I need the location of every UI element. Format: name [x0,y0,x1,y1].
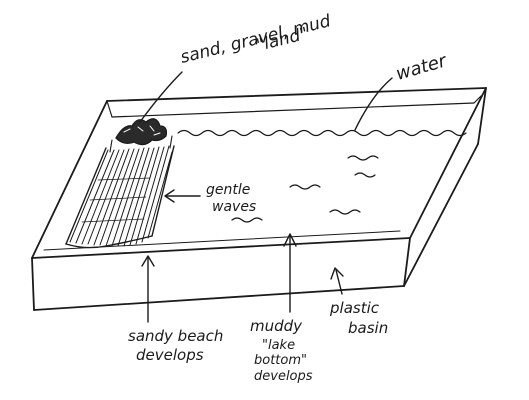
water-waves [231,155,379,223]
label-beach-line2: develops [136,346,204,364]
label-plastic-basin: plastic basin [329,299,388,337]
label-lake-line4: develops [254,369,313,384]
plastic-basin-outline [31,87,487,311]
label-gentle-line1: gentle [206,182,250,198]
label-muddy-lake-bottom: muddy "lake bottom" develops [250,317,313,384]
back-wave-line [177,129,467,137]
label-lake-line1: muddy [250,317,303,335]
label-land: sand, gravel, mud "land" [178,11,332,68]
land-pile [109,118,173,153]
label-gentle-line2: waves [212,199,256,215]
label-water: water [394,50,451,85]
label-basin-line1: plastic [329,299,380,317]
label-gentle-waves: gentle waves [206,182,256,215]
annotation-arrows [139,71,393,323]
sandy-beach-hatching [65,145,175,249]
label-beach-line1: sandy beach [128,327,223,345]
label-lake-line2: "lake [262,338,295,353]
label-sandy-beach: sandy beach develops [128,327,223,364]
label-basin-line2: basin [348,319,388,337]
label-lake-line3: bottom" [254,353,307,368]
